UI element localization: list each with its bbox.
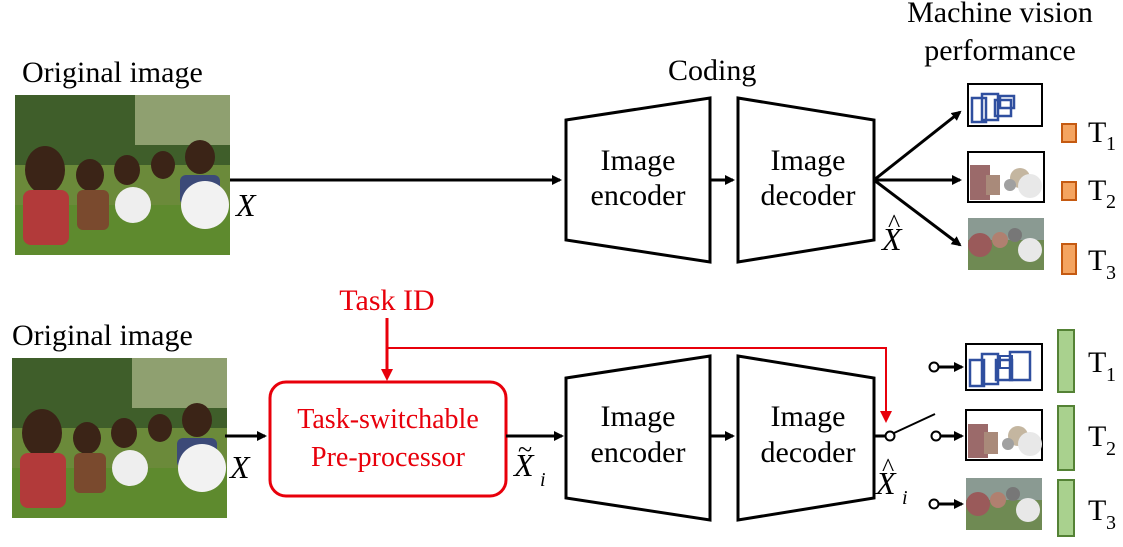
bottom-task3-panoptic-thumbnail (966, 478, 1042, 530)
top-original-image (15, 95, 230, 255)
bottom-input-symbol: X (228, 449, 251, 485)
preproc-output-sub: i (540, 469, 546, 491)
top-row: Original image X Coding Image encoder Im… (15, 0, 1116, 284)
top-task2-sub: 2 (1106, 191, 1116, 213)
top-encoder-line2: encoder (591, 179, 686, 212)
switch-terminal-1 (928, 361, 940, 373)
bottom-task1-sub: 1 (1106, 364, 1116, 386)
top-branch-arrow-3 (873, 178, 962, 247)
top-branch-arrow-1 (873, 110, 962, 182)
bottom-task2-segmentation-thumbnail (965, 409, 1043, 461)
switch-terminal-3 (928, 498, 940, 510)
bottom-task2-bar (1057, 405, 1075, 471)
top-task1-label: T (1088, 116, 1106, 149)
bottom-output-sub: i (902, 487, 908, 509)
top-task3-sub: 3 (1106, 262, 1116, 284)
bottom-row: Original image X Task ID Task-switchable… (12, 284, 1116, 537)
top-input-symbol: X (234, 187, 257, 223)
task-id-switch-line (387, 347, 892, 423)
bottom-task1-detection-thumbnail (965, 343, 1043, 391)
preproc-output-symbol: X (512, 447, 535, 483)
task-switchable-preprocessor (268, 380, 508, 498)
top-decoder-line2: decoder (761, 179, 856, 212)
bottom-image-decoder (736, 354, 876, 522)
bottom-image-encoder (564, 354, 712, 522)
top-original-image-label: Original image (22, 56, 203, 89)
top-task1-sub: 1 (1106, 133, 1116, 155)
bottom-task2-sub: 2 (1106, 438, 1116, 460)
bottom-encoder-line2: encoder (591, 436, 686, 469)
top-task3-panoptic-thumbnail (968, 218, 1044, 270)
bottom-original-image-label: Original image (12, 319, 193, 352)
preproc-output-tilde: ~ (518, 435, 532, 464)
preproc-line2: Pre-processor (311, 442, 466, 473)
top-task2-label: T (1088, 174, 1106, 207)
bottom-original-image (12, 358, 227, 518)
bottom-encoder-line1: Image (601, 400, 676, 433)
top-output-hat: ^ (888, 209, 900, 238)
top-decoder-line1: Image (771, 144, 846, 177)
top-task2-segmentation-thumbnail (967, 151, 1045, 203)
top-task3-label: T (1088, 244, 1106, 277)
bottom-decoder-line1: Image (771, 400, 846, 433)
task-id-label: Task ID (339, 284, 434, 317)
top-task1-bar (1061, 123, 1077, 143)
bottom-task3-bar (1057, 479, 1075, 537)
bottom-output-symbol: X (874, 465, 897, 501)
top-output-symbol: X (880, 221, 903, 257)
bottom-task2-label: T (1088, 420, 1106, 453)
performance-title-line2: performance (924, 34, 1076, 67)
bottom-output-hat: ^ (882, 453, 894, 482)
bottom-task3-sub: 3 (1106, 512, 1116, 534)
bottom-task1-bar (1057, 329, 1075, 393)
top-coding-label: Coding (668, 54, 756, 87)
switch-lever (893, 413, 936, 434)
top-task3-bar (1061, 243, 1077, 275)
top-image-decoder (736, 96, 876, 264)
top-image-encoder (564, 96, 712, 264)
switch-pivot (884, 430, 896, 442)
bottom-task3-label: T (1088, 494, 1106, 527)
bottom-task1-label: T (1088, 346, 1106, 379)
performance-title-line1: Machine vision (907, 0, 1093, 29)
top-encoder-line1: Image (601, 144, 676, 177)
top-task2-bar (1061, 181, 1077, 201)
switch-terminal-2 (930, 430, 942, 442)
top-task1-detection-thumbnail (967, 83, 1043, 127)
preproc-line1: Task-switchable (297, 404, 479, 435)
bottom-decoder-line2: decoder (761, 436, 856, 469)
